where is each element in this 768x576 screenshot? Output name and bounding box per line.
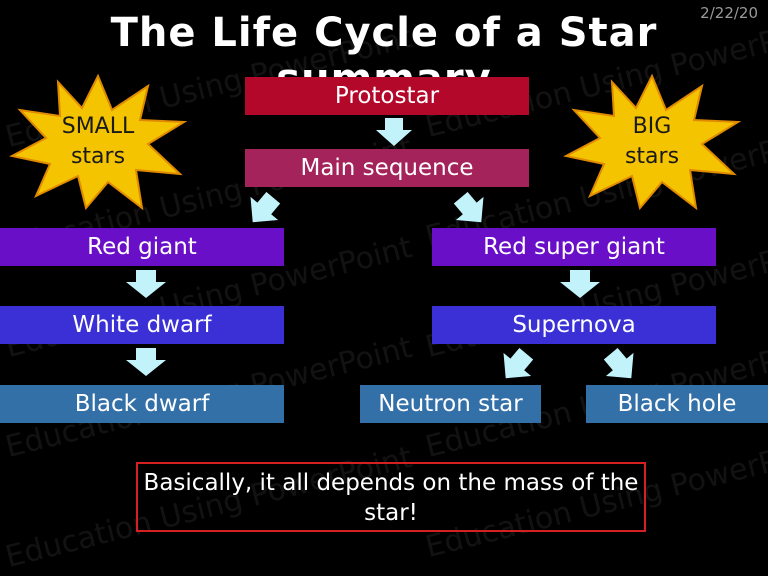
- diagonal-down-right-arrow-icon: [602, 348, 640, 384]
- main-sequence-box: Main sequence: [245, 149, 529, 187]
- diagonal-down-left-arrow-icon: [244, 192, 282, 228]
- small-stars-burst: SMALL stars: [8, 72, 188, 212]
- neutron-star-box: Neutron star: [360, 385, 541, 423]
- down-arrow-icon: [560, 270, 600, 298]
- small-stars-line1: SMALL: [61, 114, 135, 139]
- big-stars-burst: BIG stars: [562, 72, 742, 212]
- big-stars-line2: stars: [624, 144, 680, 169]
- summary-note: Basically, it all depends on the mass of…: [136, 462, 646, 532]
- starburst-shape-icon: [563, 73, 742, 211]
- slide-date: 2/22/20: [700, 4, 758, 22]
- down-arrow-icon: [126, 270, 166, 298]
- red-giant-box: Red giant: [0, 228, 284, 266]
- big-stars-line1: BIG: [632, 114, 672, 139]
- black-hole-box: Black hole: [586, 385, 768, 423]
- supernova-box: Supernova: [432, 306, 716, 344]
- diagonal-down-right-arrow-icon: [452, 192, 490, 228]
- starburst-shape-icon: [9, 73, 188, 211]
- diagonal-down-left-arrow-icon: [497, 348, 535, 384]
- protostar-box: Protostar: [245, 77, 529, 115]
- red-super-giant-box: Red super giant: [432, 228, 716, 266]
- small-stars-line2: stars: [70, 144, 126, 169]
- down-arrow-icon: [126, 348, 166, 376]
- white-dwarf-box: White dwarf: [0, 306, 284, 344]
- down-arrow-icon: [376, 118, 412, 146]
- black-dwarf-box: Black dwarf: [0, 385, 284, 423]
